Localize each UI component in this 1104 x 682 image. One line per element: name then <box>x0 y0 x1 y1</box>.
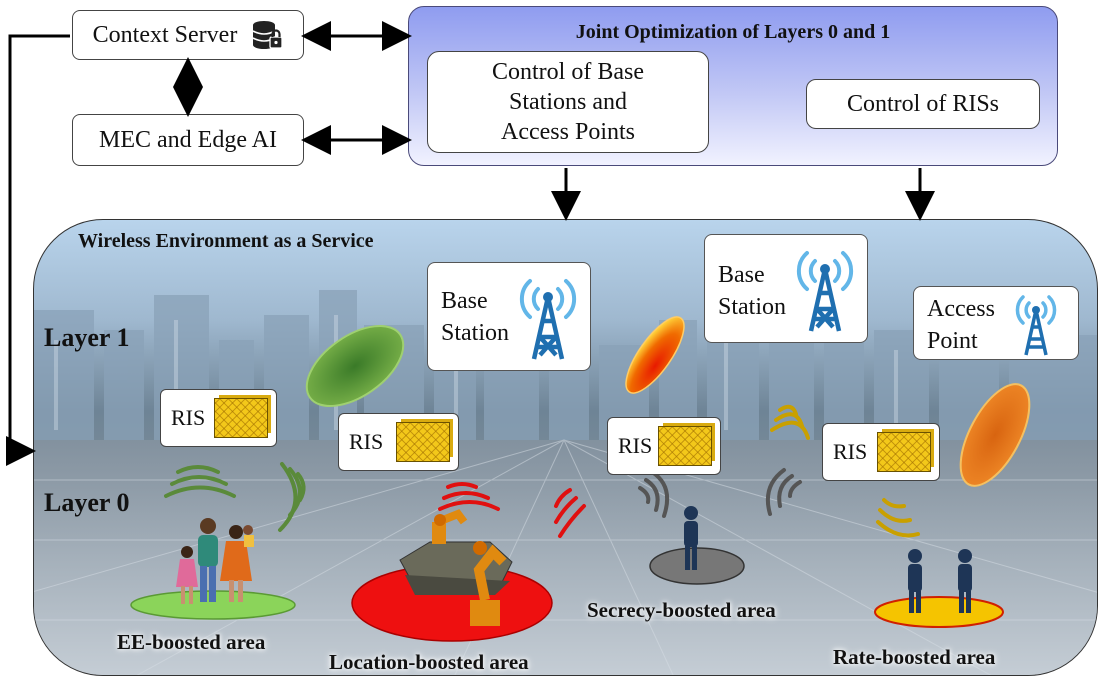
ee-waves <box>164 462 306 532</box>
base-station-label-line1: Base <box>718 262 765 288</box>
ris-label: RIS <box>171 405 206 430</box>
mec-label: MEC and Edge AI <box>99 127 277 153</box>
ee-area-label: EE-boosted area <box>117 630 266 654</box>
access-point-antenna-icon <box>1015 295 1057 356</box>
base-station-label-line2: Station <box>718 294 787 320</box>
base-station-label-line2: Station <box>441 320 510 346</box>
rate-people-icon <box>908 549 972 613</box>
ris-label: RIS <box>833 439 868 464</box>
joint-optimization-box: Joint Optimization of Layers 0 and 1 Con… <box>408 6 1058 166</box>
ris-box-4: RIS <box>822 423 940 481</box>
base-station-label-line1: Base <box>441 288 488 314</box>
family-people-icon <box>176 518 254 604</box>
ris-label: RIS <box>349 429 384 454</box>
ris-box-1: RIS <box>160 389 277 447</box>
secrecy-area-label: Secrecy-boosted area <box>587 598 776 622</box>
control-base-stations-box: Control of Base Stations and Access Poin… <box>427 51 709 153</box>
rate-waves <box>770 404 920 538</box>
antenna-tower-icon <box>796 251 854 332</box>
industrial-robots-icon <box>399 509 513 626</box>
layer-0-label: Layer 0 <box>44 488 130 517</box>
access-point-box: Access Point <box>913 286 1079 360</box>
joint-optimization-title: Joint Optimization of Layers 0 and 1 <box>575 21 891 43</box>
layer-1-label: Layer 1 <box>44 323 130 352</box>
ris-panel-icon <box>658 426 712 466</box>
base-station-box-2: Base Station <box>704 234 868 343</box>
access-point-label-line2: Point <box>927 328 978 354</box>
secrecy-person-icon <box>684 506 698 570</box>
ris-box-3: RIS <box>607 417 721 475</box>
control-bs-line3: Access Points <box>501 119 635 145</box>
access-point-label-line1: Access <box>927 296 995 322</box>
ris-panel-icon <box>877 432 931 472</box>
ris-panel-icon <box>214 398 268 438</box>
control-bs-line1: Control of Base <box>492 59 644 85</box>
control-bs-line2: Stations and <box>509 89 627 115</box>
context-server-box: Context Server <box>72 10 304 60</box>
control-ris-label: Control of RISs <box>846 91 999 117</box>
arrow-context-environment <box>6 34 70 466</box>
ris-label: RIS <box>618 433 653 458</box>
antenna-tower-icon <box>519 279 577 360</box>
database-lock-icon <box>251 19 283 51</box>
mec-box: MEC and Edge AI <box>72 114 304 166</box>
orange-beam <box>959 383 1031 487</box>
green-beam <box>305 325 405 407</box>
location-area-label: Location-boosted area <box>329 650 529 674</box>
base-station-box-1: Base Station <box>427 262 591 371</box>
red-beam <box>625 316 685 394</box>
ris-box-2: RIS <box>338 413 459 471</box>
context-server-label: Context Server <box>92 22 238 48</box>
secrecy-waves <box>638 468 802 518</box>
environment-title: Wireless Environment as a Service <box>78 230 374 252</box>
rate-area-disc <box>874 596 1004 628</box>
rate-area-label: Rate-boosted area <box>833 645 996 669</box>
control-ris-box: Control of RISs <box>806 79 1040 129</box>
ris-panel-icon <box>396 422 450 462</box>
location-waves <box>438 482 586 538</box>
